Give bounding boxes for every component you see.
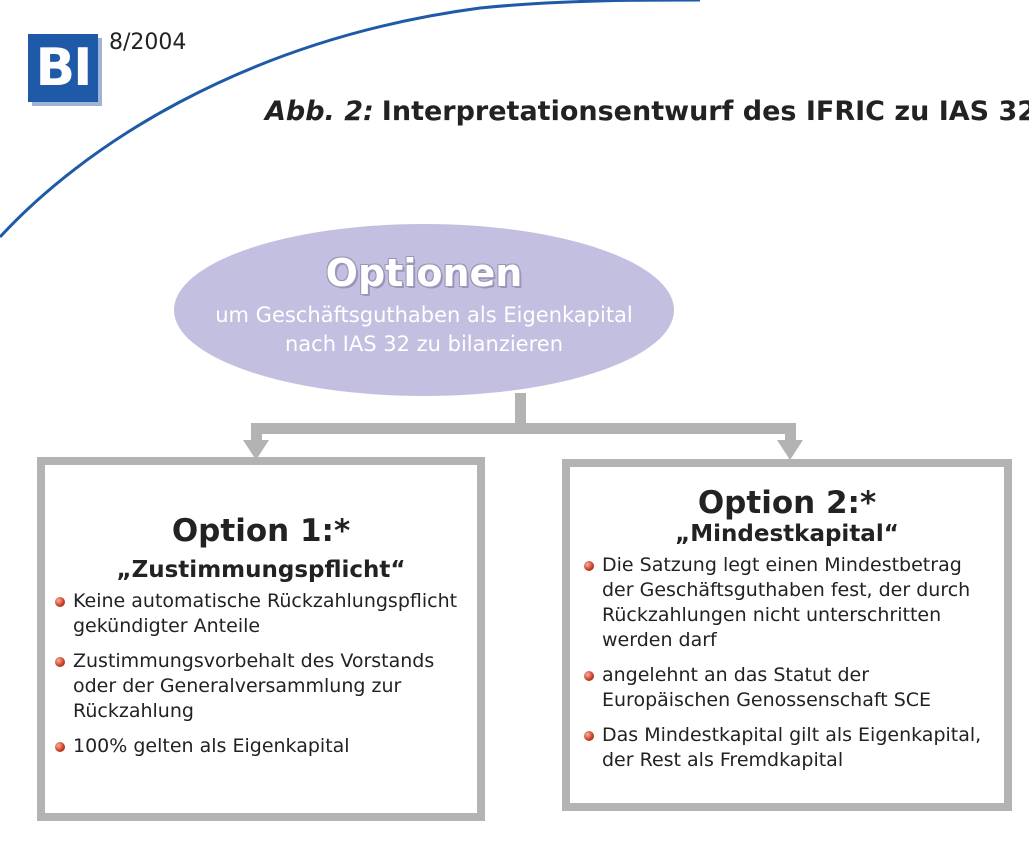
option2-list: Die Satzung legt einen Mindestbetrag der… (584, 553, 990, 773)
options-subtitle-line2: nach IAS 32 zu bilanzieren (284, 332, 564, 356)
list-item-text: Keine automatische Rückzahlungspflicht g… (73, 590, 458, 637)
list-item: 100% gelten als Eigenkapital (55, 734, 467, 759)
bullet-icon (584, 561, 594, 571)
options-subtitle-line1: um Geschäftsguthaben als Eigenkapital (215, 303, 633, 327)
logo-text: BI (35, 38, 93, 98)
option1-subtitle: „Zustimmungspflicht“ (116, 557, 406, 583)
list-item: angelehnt an das Statut der Europäischen… (584, 663, 990, 713)
option2-box: Option 2:* „Mindestkapital“ Die Satzung … (562, 459, 1012, 811)
options-subtitle: um Geschäftsguthaben als Eigenkapital na… (174, 301, 674, 359)
connector-left-drop (251, 423, 262, 443)
bullet-icon (584, 671, 594, 681)
options-title: Optionen (325, 251, 523, 295)
list-item: Die Satzung legt einen Mindestbetrag der… (584, 553, 990, 653)
list-item-text: Das Mindestkapital gilt als Eigenkapital… (602, 724, 982, 771)
page-title: Abb. 2:Interpretationsentwurf des IFRIC … (265, 96, 1029, 127)
option1-box: Option 1:* „Zustimmungspflicht“ Keine au… (37, 457, 485, 821)
arrow-right (777, 440, 803, 460)
bullet-icon (55, 657, 65, 667)
bullet-icon (55, 742, 65, 752)
bi-logo: BI (28, 34, 98, 102)
connector-right-drop (785, 423, 796, 443)
bullet-icon (584, 731, 594, 741)
list-item-text: 100% gelten als Eigenkapital (73, 735, 350, 757)
list-item: Keine automatische Rückzahlungspflicht g… (55, 589, 467, 639)
figure-label: Abb. 2: (265, 96, 374, 127)
issue-number: 8/2004 (109, 30, 187, 55)
option1-list: Keine automatische Rückzahlungspflicht g… (55, 589, 467, 759)
options-ellipse (174, 224, 674, 396)
list-item-text: Zustimmungsvorbehalt des Vorstands oder … (73, 650, 435, 722)
list-item: Zustimmungsvorbehalt des Vorstands oder … (55, 649, 467, 724)
option1-title: Option 1:* (171, 513, 351, 549)
figure-title: Interpretationsentwurf des IFRIC zu IAS … (381, 96, 1029, 127)
option2-subtitle: „Mindestkapital“ (675, 521, 899, 547)
bullet-icon (55, 597, 65, 607)
option2-title: Option 2:* (697, 485, 877, 521)
connector-horizontal (251, 423, 796, 434)
connector-vertical (515, 393, 526, 431)
list-item-text: angelehnt an das Statut der Europäischen… (602, 664, 932, 711)
arrow-left (243, 440, 269, 460)
list-item: Das Mindestkapital gilt als Eigenkapital… (584, 723, 990, 773)
list-item-text: Die Satzung legt einen Mindestbetrag der… (602, 554, 971, 651)
